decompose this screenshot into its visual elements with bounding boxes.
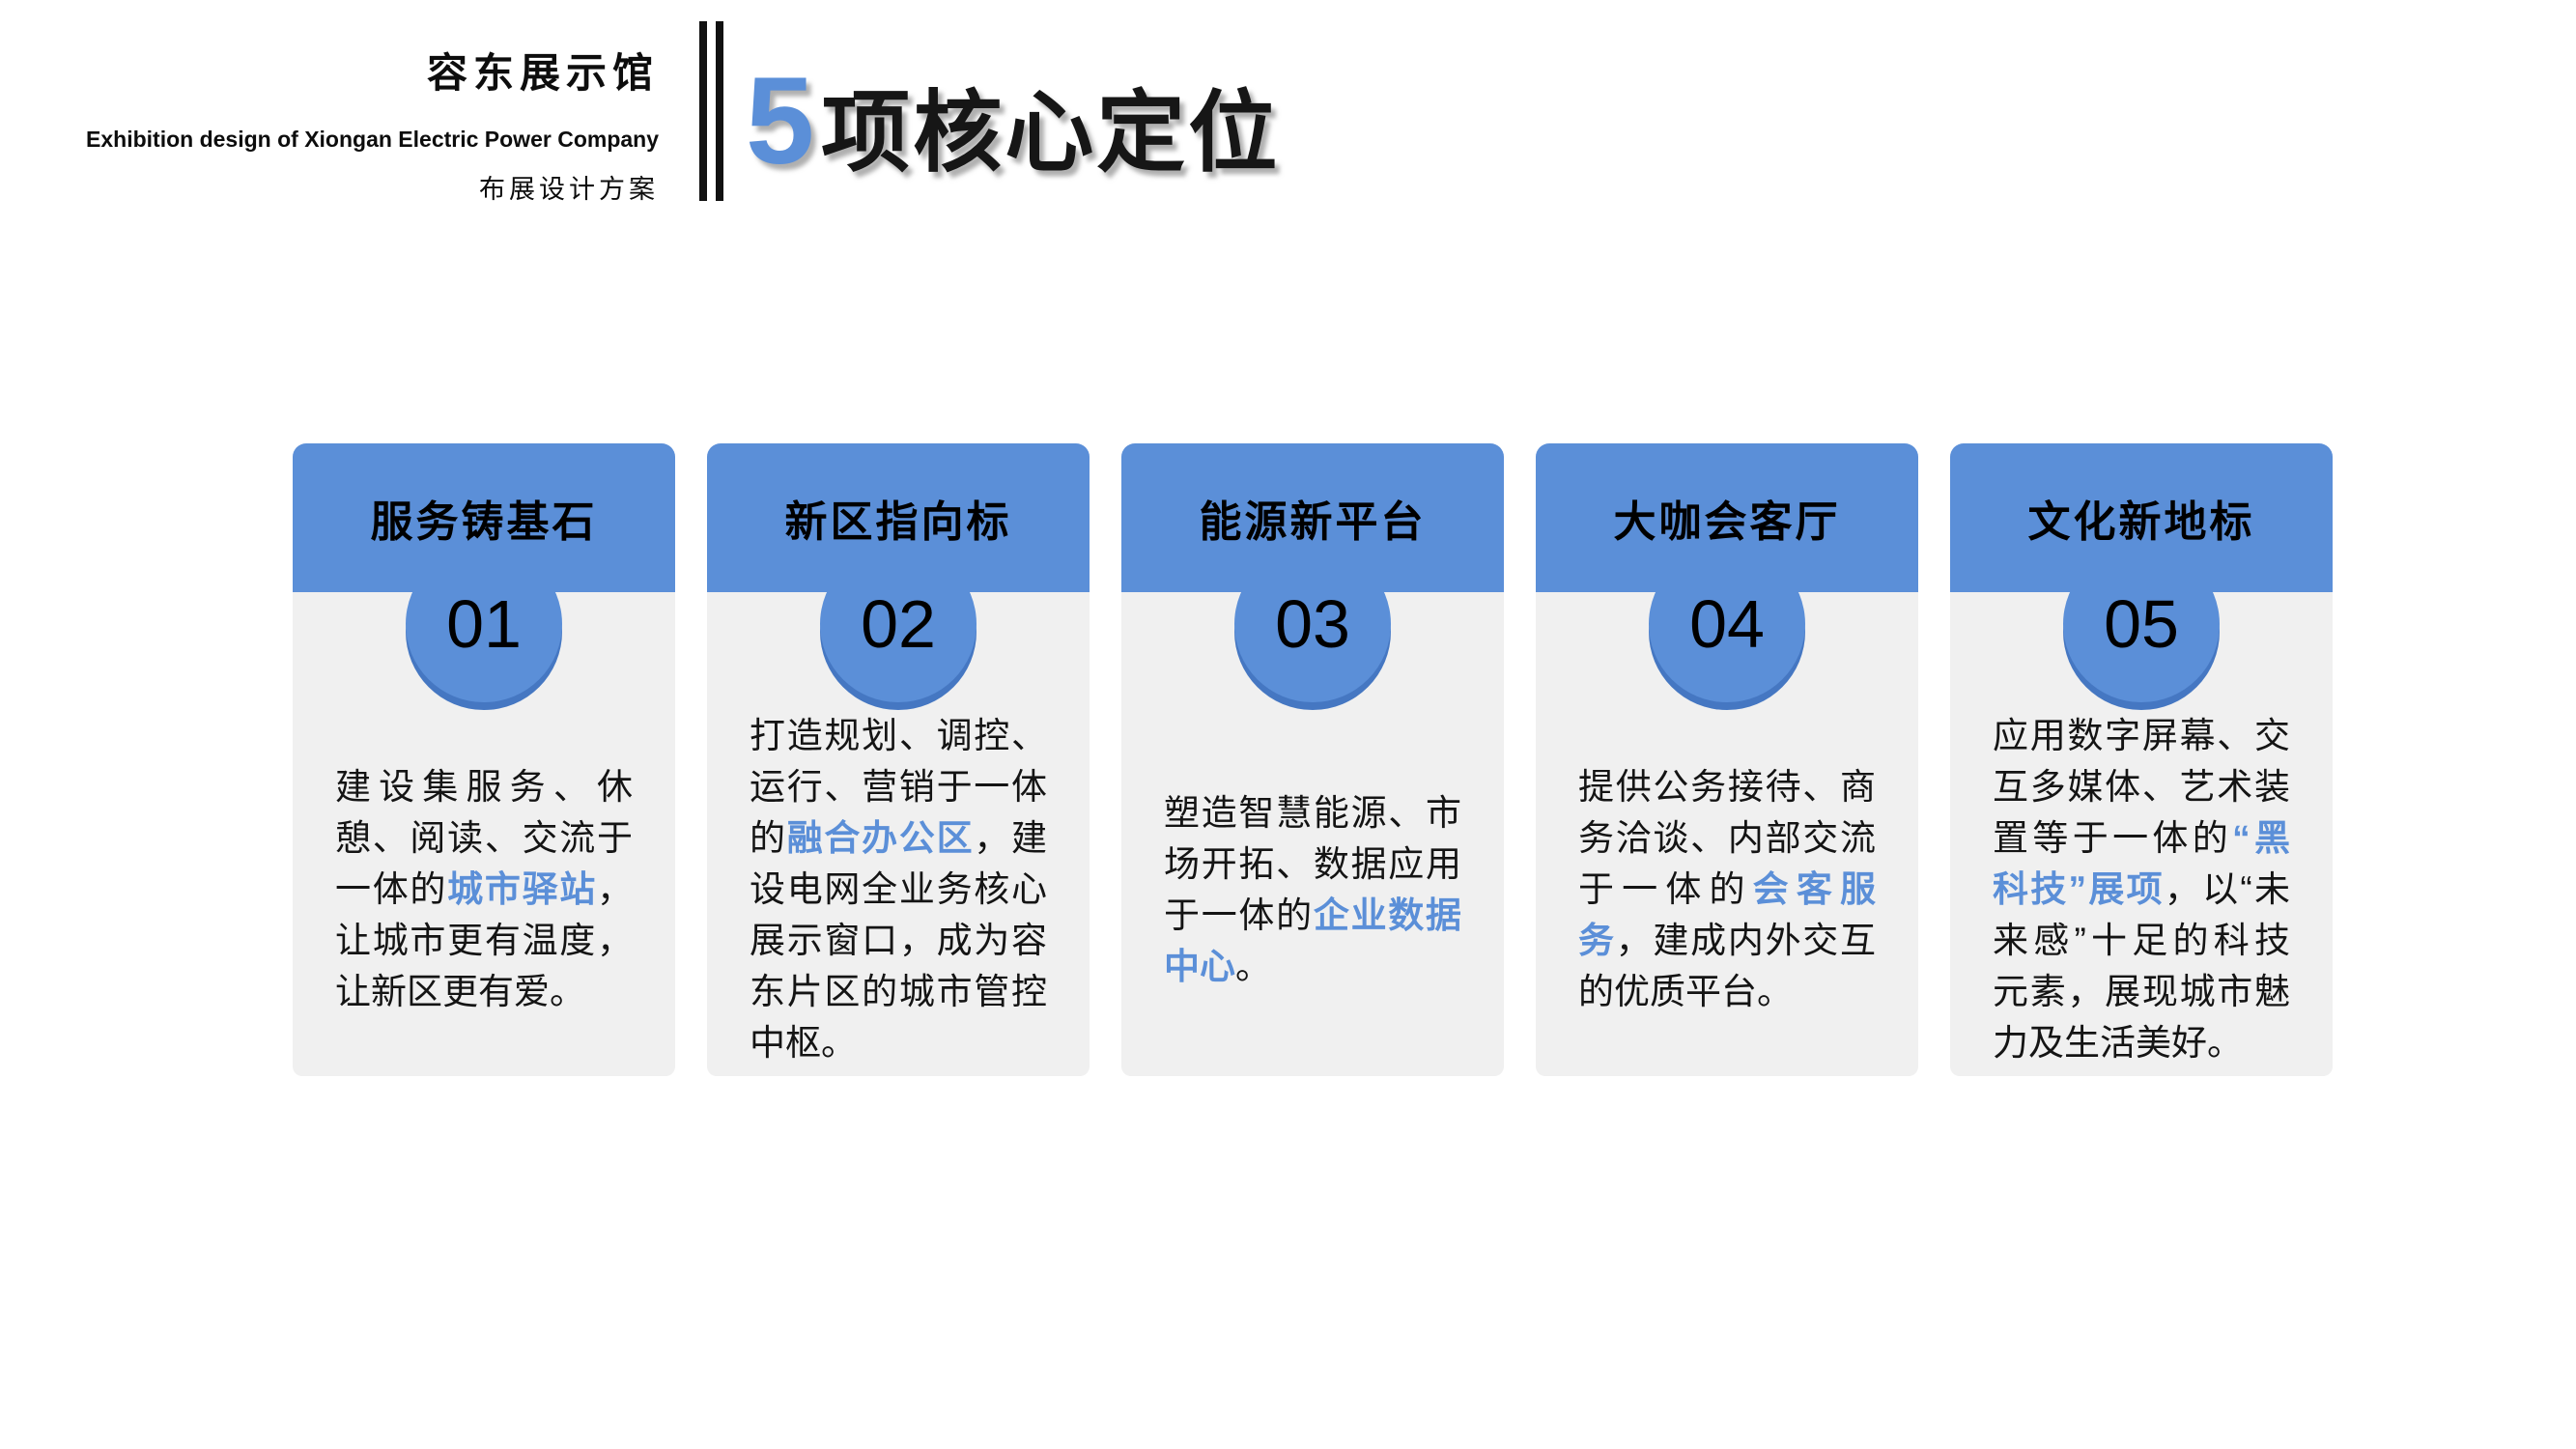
card-number: 03 (1275, 586, 1350, 662)
brand-block: 容东展示馆 Exhibition design of Xiongan Elect… (0, 41, 659, 206)
card-description: 应用数字屏幕、交互多媒体、艺术装置等于一体的“黑科技”展项，以“未来感”十足的科… (1993, 710, 2290, 1068)
card-number: 02 (861, 586, 936, 662)
card-title: 大咖会客厅 (1613, 498, 1841, 546)
highlighted-text: “黑科技”展项 (1993, 818, 2291, 909)
highlighted-text: 融合办公区 (786, 818, 975, 858)
cards-container: 01 服务铸基石 建设集服务、休憩、阅读、交流于一体的城市驿站，让城市更有温度，… (293, 443, 2333, 1076)
core-position-card: 02 新区指向标 打造规划、调控、运行、营销于一体的融合办公区，建设电网全业务核… (707, 443, 1090, 1076)
brand-subtitle-english: Exhibition design of Xiongan Electric Po… (86, 127, 659, 152)
page-title: 5项核心定位 (746, 50, 1280, 192)
card-number: 04 (1689, 586, 1765, 662)
card-number: 05 (2104, 586, 2179, 662)
brand-title: 容东展示馆 (426, 50, 659, 96)
body-text: ，以“未来感”十足的科技元素，展现城市魅力及生活美好。 (1993, 869, 2290, 1063)
card-text-region: 塑造智慧能源、市场开拓、数据应用于一体的企业数据中心。 (1164, 702, 1461, 1076)
card-text-region: 建设集服务、休憩、阅读、交流于一体的城市驿站，让城市更有温度，让新区更有爱。 (335, 702, 633, 1076)
card-number: 01 (446, 586, 522, 662)
core-position-card: 04 大咖会客厅 提供公务接待、商务洽谈、内部交流于一体的会客服务，建成内外交互… (1536, 443, 1918, 1076)
core-position-card: 01 服务铸基石 建设集服务、休憩、阅读、交流于一体的城市驿站，让城市更有温度，… (293, 443, 675, 1076)
highlighted-text: 城市驿站 (447, 869, 598, 909)
card-title: 新区指向标 (784, 498, 1012, 546)
vertical-divider (699, 21, 723, 201)
card-text-region: 打造规划、调控、运行、营销于一体的融合办公区，建设电网全业务核心展示窗口，成为容… (750, 702, 1047, 1076)
card-text-region: 提供公务接待、商务洽谈、内部交流于一体的会客服务，建成内外交互的优质平台。 (1578, 702, 1876, 1076)
divider-bar (699, 21, 707, 201)
card-header: 能源新平台 (1121, 443, 1504, 592)
card-description: 建设集服务、休憩、阅读、交流于一体的城市驿站，让城市更有温度，让新区更有爱。 (335, 761, 633, 1017)
core-position-card: 03 能源新平台 塑造智慧能源、市场开拓、数据应用于一体的企业数据中心。 (1121, 443, 1504, 1076)
card-title: 文化新地标 (2027, 498, 2255, 546)
highlighted-text: 企业数据中心 (1164, 895, 1462, 986)
card-text-region: 应用数字屏幕、交互多媒体、艺术装置等于一体的“黑科技”展项，以“未来感”十足的科… (1993, 702, 2290, 1076)
body-text: ，建设电网全业务核心展示窗口，成为容东片区的城市管控中枢。 (750, 818, 1048, 1063)
card-header: 服务铸基石 (293, 443, 675, 592)
card-description: 塑造智慧能源、市场开拓、数据应用于一体的企业数据中心。 (1164, 787, 1461, 992)
card-title: 能源新平台 (1199, 498, 1427, 546)
page-title-number: 5 (746, 52, 818, 190)
core-position-card: 05 文化新地标 应用数字屏幕、交互多媒体、艺术装置等于一体的“黑科技”展项，以… (1950, 443, 2333, 1076)
brand-subtitle-chinese: 布展设计方案 (479, 175, 659, 204)
body-text: 塑造智慧能源、市场开拓、数据应用于一体的 (1164, 792, 1461, 935)
card-title: 服务铸基石 (370, 498, 598, 546)
divider-bar (716, 21, 723, 201)
card-header: 大咖会客厅 (1536, 443, 1918, 592)
page-title-text: 项核心定位 (821, 84, 1281, 183)
body-text: 建设集服务、休憩、阅读、交流于一体的 (335, 767, 633, 909)
body-text: ，建成内外交互的优质平台。 (1578, 921, 1877, 1011)
body-text: 。 (1235, 946, 1271, 986)
body-text: 应用数字屏幕、交互多媒体、艺术装置等于一体的 (1993, 716, 2290, 858)
card-description: 提供公务接待、商务洽谈、内部交流于一体的会客服务，建成内外交互的优质平台。 (1578, 761, 1876, 1017)
card-description: 打造规划、调控、运行、营销于一体的融合办公区，建设电网全业务核心展示窗口，成为容… (750, 710, 1047, 1068)
card-header: 新区指向标 (707, 443, 1090, 592)
body-text: 打造规划、调控、运行、营销于一体的 (750, 716, 1047, 858)
highlighted-text: 会客服务 (1578, 869, 1877, 960)
body-text: ，让城市更有温度，让新区更有爱。 (335, 869, 634, 1011)
body-text: 提供公务接待、商务洽谈、内部交流于一体的 (1578, 767, 1876, 909)
card-header: 文化新地标 (1950, 443, 2333, 592)
